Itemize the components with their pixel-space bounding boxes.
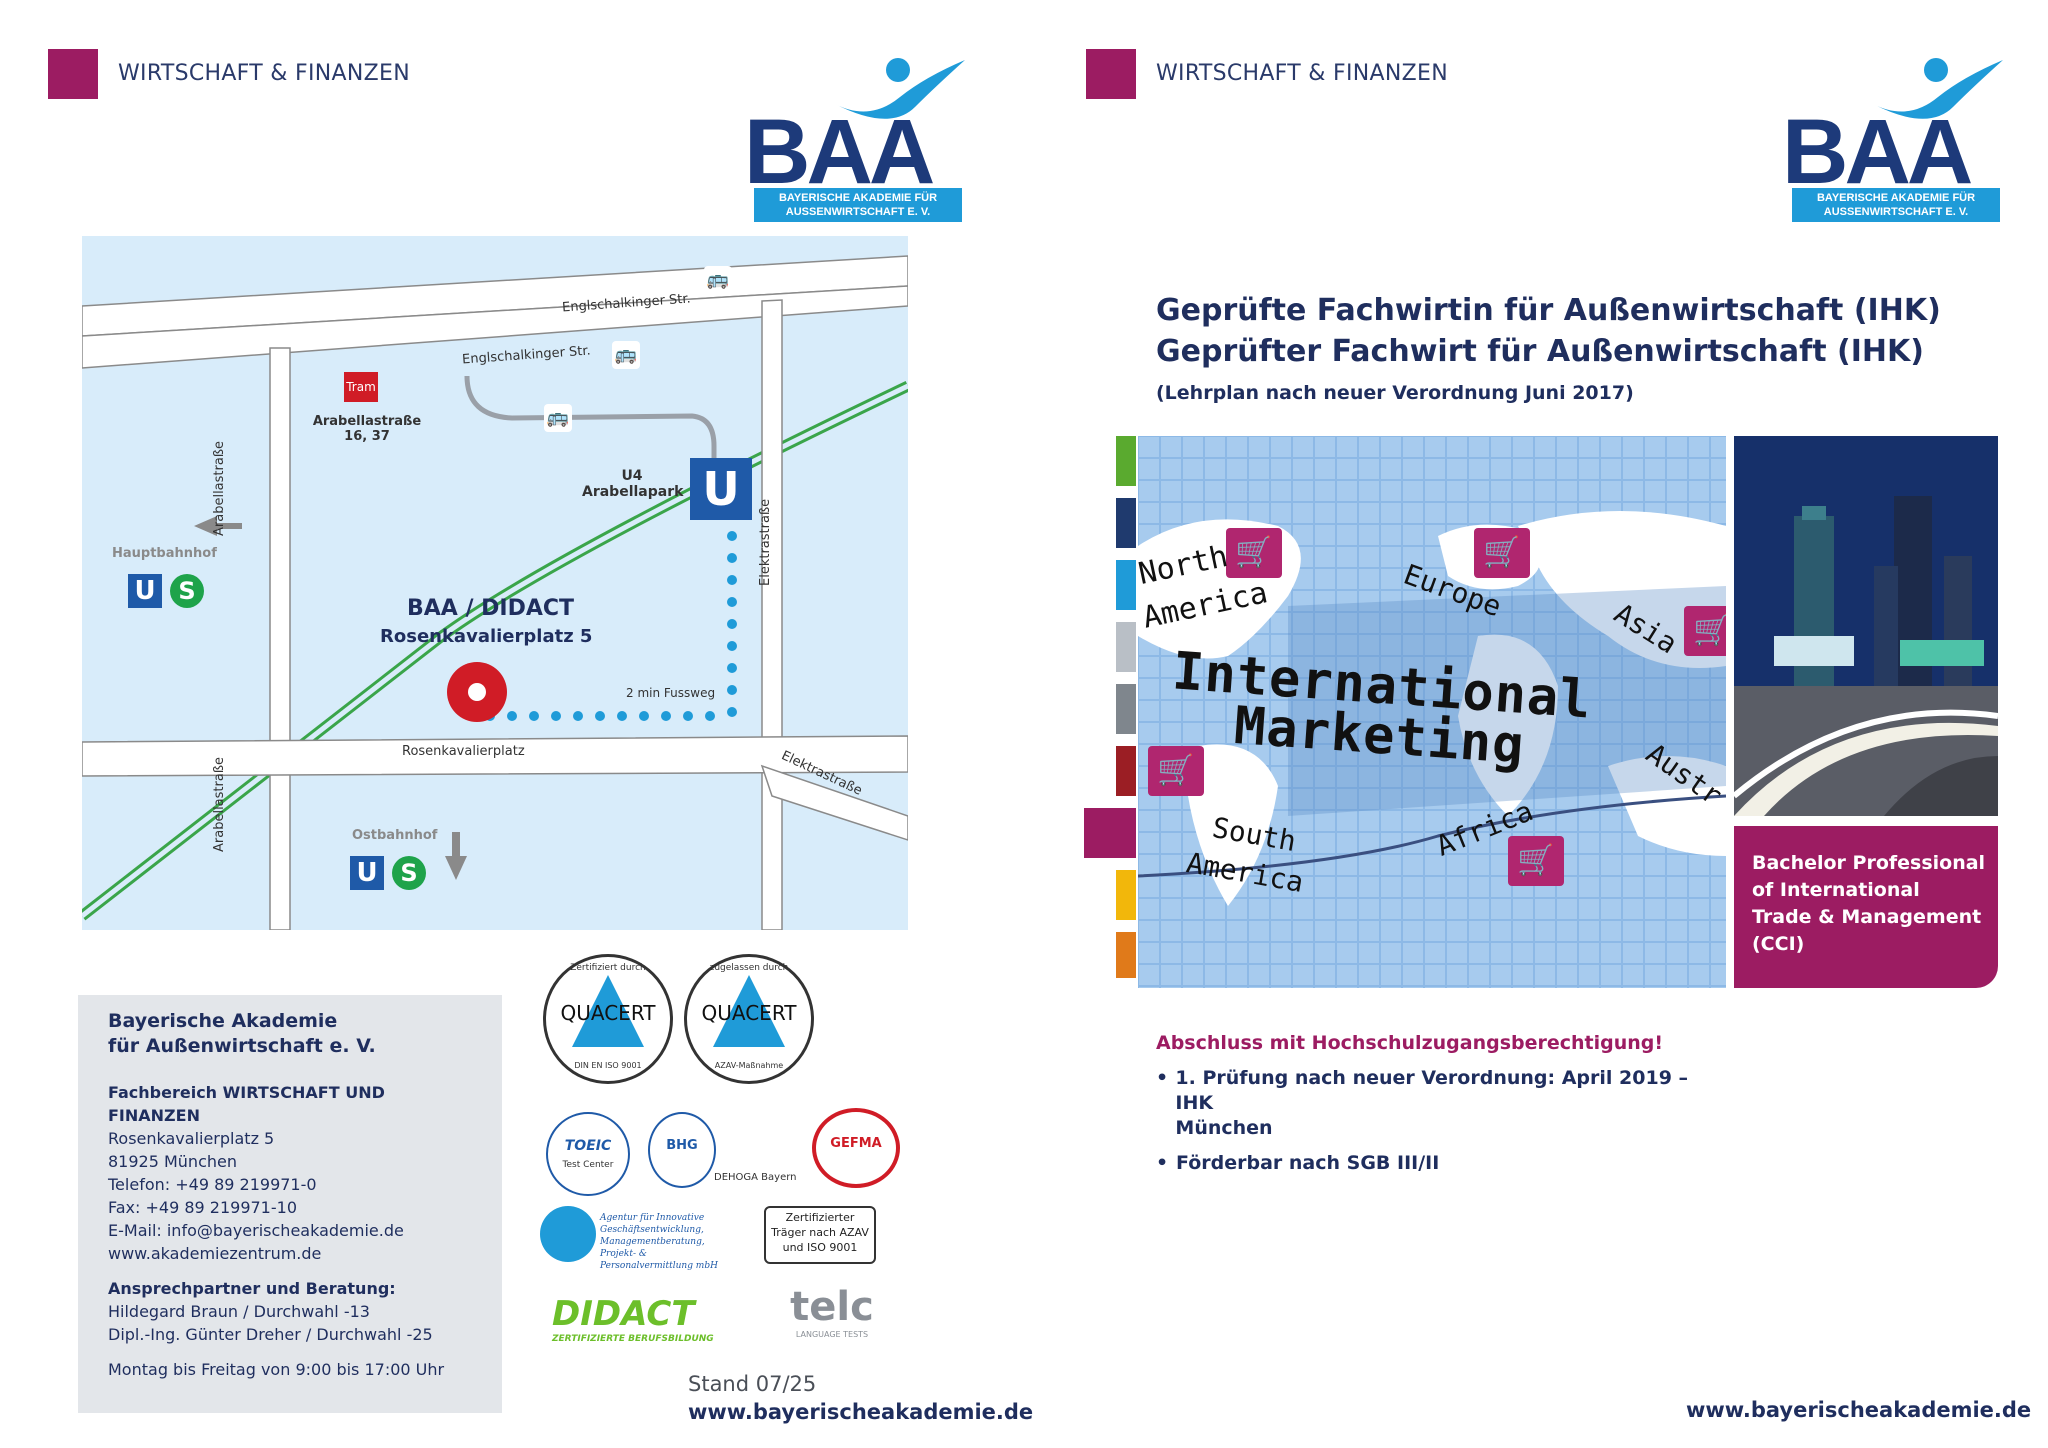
ostbahnhof-label: Ostbahnhof bbox=[352, 828, 438, 843]
hauptbahnhof-label: Hauptbahnhof bbox=[112, 546, 217, 561]
bullet-item: • Förderbar nach SGB III/II bbox=[1156, 1152, 1440, 1174]
bachelor-text: Bachelor Professional of International T… bbox=[1752, 852, 1986, 955]
quacert-triangle-icon bbox=[713, 975, 785, 1047]
sbahn-icon: S bbox=[392, 856, 426, 890]
category-label: WIRTSCHAFT & FINANZEN bbox=[118, 61, 410, 86]
dehoga-label: DEHOGA Bayern bbox=[714, 1172, 797, 1183]
agm-globe-icon bbox=[540, 1206, 596, 1262]
location-name: BAA / DIDACT bbox=[407, 596, 575, 621]
category-marker bbox=[48, 49, 98, 99]
email-link[interactable]: E-Mail: info@bayerischeakademie.de bbox=[108, 1221, 404, 1240]
city-photo bbox=[1734, 436, 1998, 816]
stand-label: Stand 07/25 bbox=[688, 1372, 817, 1396]
highlight-text: Abschluss mit Hochschulzugangsberechtigu… bbox=[1156, 1032, 1664, 1054]
gefma-badge: GEFMA bbox=[812, 1108, 900, 1188]
course-subtitle: (Lehrplan nach neuer Verordnung Juni 201… bbox=[1156, 382, 1634, 404]
street-label: Elektrastraße bbox=[758, 498, 773, 586]
tram-icon: Tram bbox=[344, 372, 378, 402]
didact-logo: DIDACT ZERTIFIZIERTE BERUFSBILDUNG bbox=[552, 1294, 714, 1344]
telc-logo: telc LANGUAGE TESTS bbox=[790, 1284, 874, 1339]
bhg-badge: BHG bbox=[648, 1112, 716, 1188]
cart-icon: 🛒 bbox=[1508, 836, 1564, 886]
marketing-graphic: 🛒 🛒 🛒 🛒 🛒 North America Europe Asia Aust… bbox=[1138, 436, 1726, 988]
contact-details: Fachbereich WIRTSCHAFT UND FINANZEN Rose… bbox=[108, 1081, 478, 1381]
walk-label: 2 min Fussweg bbox=[626, 686, 716, 700]
bullet-item: • 1. Prüfung nach neuer Verordnung: Apri… bbox=[1156, 1067, 1689, 1139]
cart-icon: 🛒 bbox=[1684, 606, 1726, 656]
quacert-triangle-icon bbox=[572, 975, 644, 1047]
bus-icon: 🚌 bbox=[544, 404, 572, 432]
bachelor-box: Bachelor Professional of International T… bbox=[1734, 826, 1998, 988]
cart-icon: 🛒 bbox=[1474, 528, 1530, 578]
quacert-badge: QUACERT Zertifiziert durch DIN EN ISO 90… bbox=[543, 954, 673, 1084]
street-label: Arabellastraße bbox=[212, 756, 227, 852]
website-link[interactable]: www.bayerischeakademie.de bbox=[1686, 1398, 2032, 1422]
street-label: Rosenkavalierplatz bbox=[402, 744, 525, 759]
toeic-badge: TOEIC Test Center bbox=[546, 1112, 630, 1196]
category-label: WIRTSCHAFT & FINANZEN bbox=[1156, 61, 1448, 86]
map-streets bbox=[82, 255, 908, 930]
bus-icon: 🚌 bbox=[704, 266, 732, 294]
ubahn-icon: U bbox=[350, 856, 384, 890]
course-bullets: • 1. Prüfung nach neuer Verordnung: Apri… bbox=[1156, 1066, 1716, 1176]
baa-logo-text: BAA bbox=[1782, 101, 1973, 203]
baa-logo-text: BAA bbox=[744, 101, 935, 203]
course-title: Geprüfte Fachwirtin für Außenwirtschaft … bbox=[1156, 293, 1941, 369]
category-marker bbox=[1086, 49, 1136, 99]
cart-icon: 🛒 bbox=[1148, 746, 1204, 796]
color-bar bbox=[1084, 436, 1136, 988]
location-map: Englschalkinger Str. Englschalkinger Str… bbox=[82, 236, 908, 930]
sbahn-icon: S bbox=[170, 574, 204, 608]
agm-text: Agentur für Innovative Geschäftsentwickl… bbox=[600, 1213, 718, 1271]
website-link[interactable]: www.bayerischeakademie.de bbox=[688, 1400, 1034, 1424]
quacert-azav-badge: QUACERT zugelassen durch AZAV-Maßnahme bbox=[684, 954, 814, 1084]
web-link[interactable]: www.akademiezentrum.de bbox=[108, 1244, 322, 1263]
figure-icon bbox=[835, 58, 965, 119]
figure-icon bbox=[1873, 58, 2003, 119]
cart-icon: 🛒 bbox=[1226, 528, 1282, 578]
bus-icon: 🚌 bbox=[612, 341, 640, 369]
skyline-graphic bbox=[1734, 436, 1998, 816]
ubahn-icon: U bbox=[690, 458, 752, 520]
ubahn-icon: U bbox=[128, 574, 162, 608]
street-label: Arabellastraße bbox=[212, 440, 227, 536]
location-address: Rosenkavalierplatz 5 bbox=[380, 626, 593, 647]
